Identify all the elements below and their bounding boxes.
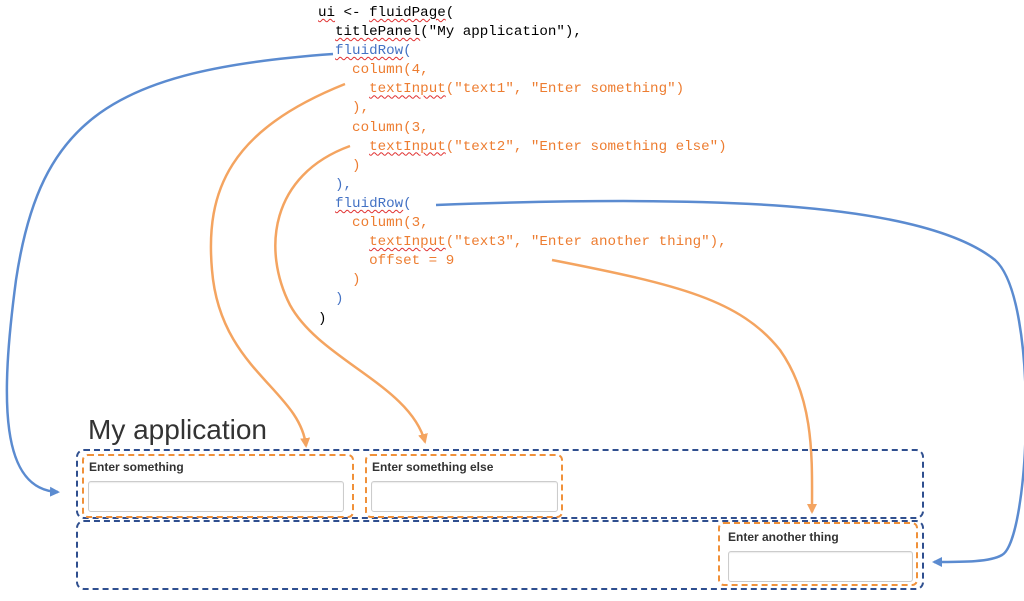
code-token: column(3,: [318, 215, 429, 232]
arrow-column1-to-col1: [209, 82, 346, 448]
text1-input[interactable]: [88, 481, 344, 512]
code-line: ),: [318, 176, 727, 195]
column-3: [718, 522, 918, 586]
code-token: (: [403, 43, 412, 60]
code-line: textInput("text1", "Enter something"): [318, 80, 727, 99]
text3-label: Enter another thing: [728, 530, 839, 544]
code-token: ui: [318, 5, 336, 21]
code-token: (: [403, 195, 412, 212]
code-line: ): [318, 290, 727, 309]
code-line: textInput("text2", "Enter something else…: [318, 138, 727, 157]
code-token: textInput: [369, 138, 446, 155]
text2-input[interactable]: [371, 481, 558, 512]
code-line: textInput("text3", "Enter another thing"…: [318, 233, 727, 252]
code-line: column(3,: [318, 214, 727, 233]
code-token: column(4,: [318, 62, 429, 79]
code-token: ("text1", "Enter something"): [445, 81, 685, 98]
code-token: ): [318, 157, 361, 174]
fluid-row-2: [76, 520, 924, 590]
text2-label: Enter something else: [372, 460, 494, 474]
code-block: ui <- fluidPage( titlePanel("My applicat…: [318, 4, 727, 329]
code-token: ("text3", "Enter another thing"),: [445, 234, 727, 251]
code-line: titlePanel("My application"),: [318, 23, 727, 42]
code-token: ),: [318, 100, 370, 117]
column-1: [82, 454, 354, 518]
fluid-row-1: [76, 449, 924, 519]
code-token: ): [318, 272, 361, 289]
code-line: ): [318, 310, 727, 329]
code-token: (: [445, 5, 455, 21]
arrow-column2-to-col2: [274, 144, 428, 444]
code-line: column(4,: [318, 61, 727, 80]
code-line: fluidRow(: [318, 195, 727, 214]
arrow-fluidrow2-to-row2: [435, 199, 1024, 567]
code-token: textInput: [369, 81, 446, 98]
code-line: offset = 9: [318, 252, 727, 271]
column-2: [365, 454, 563, 518]
code-line: ): [318, 157, 727, 176]
code-token: titlePanel: [335, 24, 421, 41]
code-line: fluidRow(: [318, 42, 727, 61]
code-line: column(3,: [318, 119, 727, 138]
code-token: textInput: [369, 234, 446, 251]
code-token: fluidPage: [369, 5, 446, 21]
code-line: ),: [318, 99, 727, 118]
arrow-fluidrow1-to-row1: [5, 52, 334, 497]
code-token: ): [318, 310, 327, 327]
code-line: ): [318, 271, 727, 290]
code-token: ),: [318, 176, 353, 193]
code-token: ("My application"),: [420, 24, 582, 41]
text3-input[interactable]: [728, 551, 913, 582]
code-token: ("text2", "Enter something else"): [445, 138, 727, 155]
code-token: fluidRow: [335, 43, 404, 60]
code-token: fluidRow: [335, 195, 404, 212]
arrow-column3-to-col3: [551, 258, 818, 514]
app-title: My application: [88, 414, 267, 445]
code-token: column(3,: [318, 119, 429, 136]
text1-label: Enter something: [89, 460, 184, 474]
code-token: ): [318, 291, 344, 308]
code-line: ui <- fluidPage(: [318, 4, 727, 23]
code-token: <-: [335, 5, 370, 21]
code-token: offset = 9: [318, 253, 455, 270]
